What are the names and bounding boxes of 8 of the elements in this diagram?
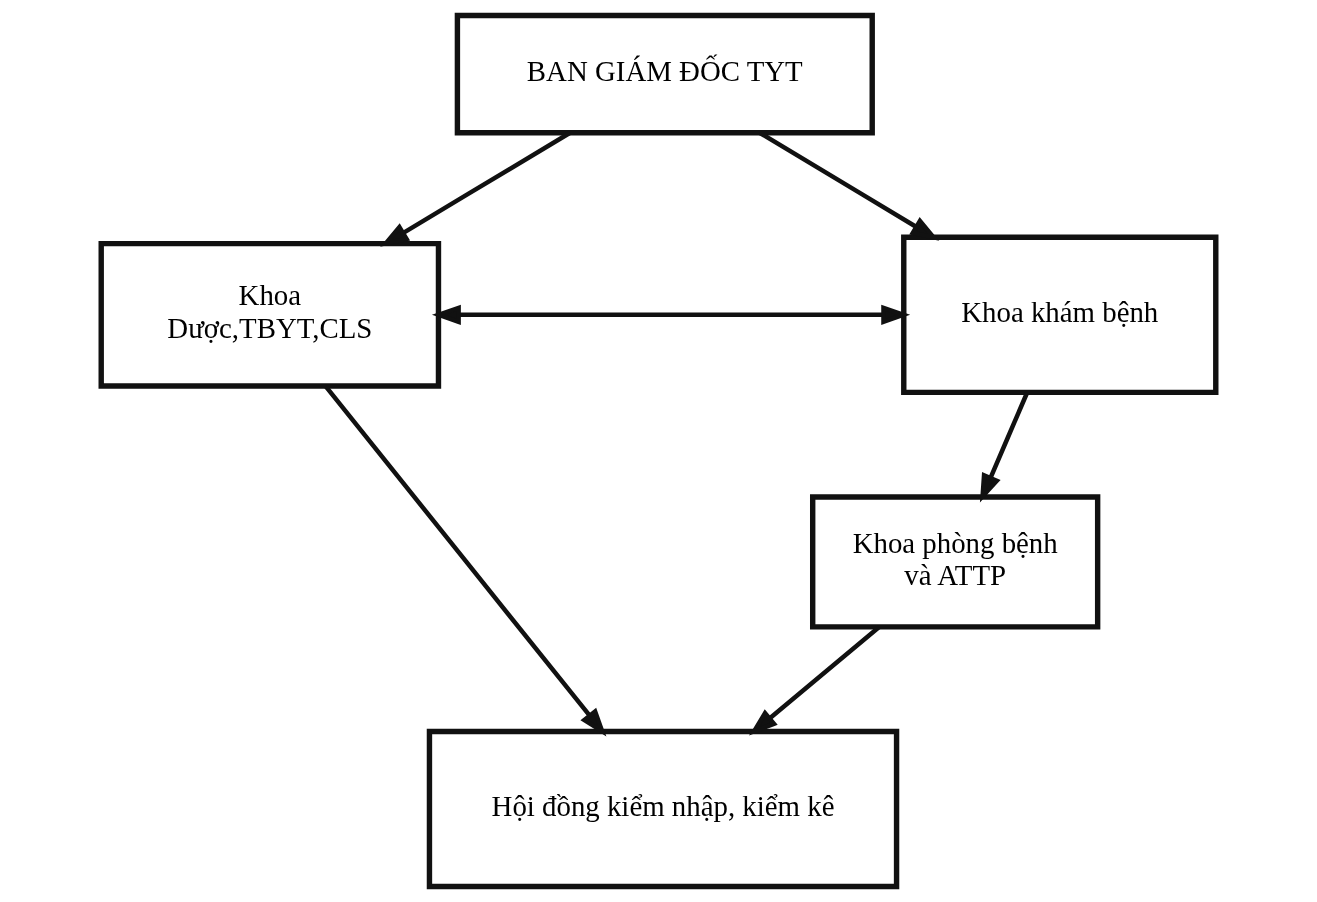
arrow [979,392,1030,503]
node-box: Khoa phòng bệnh và ATTP [810,494,1101,630]
node-box: Hội đồng kiểm nhập, kiểm kê [426,728,900,890]
arrow [431,304,911,325]
node-box: Khoa khám bệnh [901,234,1219,396]
arrow [324,385,607,737]
node-box: Khoa Dược,TBYT,CLS [98,240,442,389]
node-box: BAN GIÁM ĐỐC TYT [454,12,875,136]
